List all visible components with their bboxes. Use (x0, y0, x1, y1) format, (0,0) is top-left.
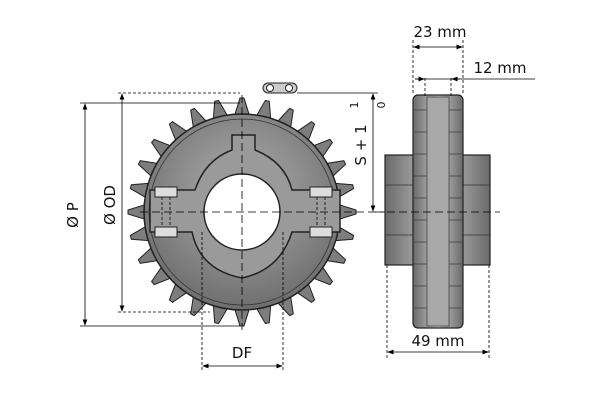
offset-minus-tolerance: 0 (375, 102, 388, 109)
offset-label: S + 1 (352, 124, 370, 165)
width-total-label: 23 mm (413, 23, 466, 41)
chain-link-icon (262, 82, 298, 94)
outer-diameter-label: Ø OD (101, 185, 119, 225)
length-total-label: 49 mm (411, 332, 464, 350)
hub-diameter-label: DF (232, 344, 252, 362)
width-hub-label: 12 mm (473, 59, 526, 77)
side-sprocket-center (426, 96, 450, 327)
offset-plus-tolerance: 1 (348, 102, 361, 109)
pitch-diameter-label: Ø P (64, 202, 82, 228)
